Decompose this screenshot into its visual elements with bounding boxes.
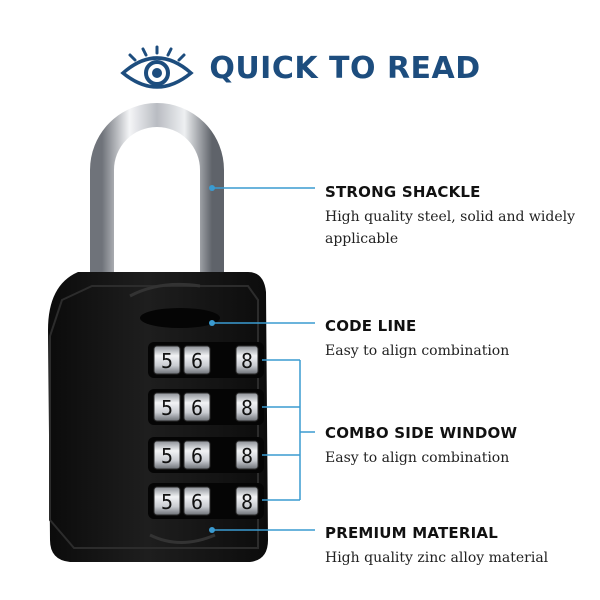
dial-wheel — [153, 345, 181, 375]
page-title: QUICK TO READ — [209, 50, 481, 86]
dial-digit: 6 — [191, 349, 203, 373]
feature-title: STRONG SHACKLE — [325, 183, 481, 201]
feature-combo-side-window: COMBO SIDE WINDOW Easy to align combinat… — [325, 423, 590, 469]
feature-description: High quality steel, solid and widely app… — [325, 209, 575, 247]
feature-strong-shackle: STRONG SHACKLE High quality steel, solid… — [325, 182, 590, 250]
feature-description: Easy to align combination — [325, 450, 510, 466]
dial-digit: 6 — [191, 396, 203, 420]
eye-icon — [120, 45, 195, 89]
feature-code-line: CODE LINE Easy to align combination — [325, 316, 590, 362]
dial-digit: 6 — [191, 444, 203, 468]
feature-premium-material: PREMIUM MATERIAL High quality zinc alloy… — [325, 523, 590, 569]
dial-digit: 5 — [161, 396, 173, 420]
dial-wheel — [183, 392, 211, 422]
feature-description: High quality zinc alloy material — [325, 550, 549, 566]
dial-digit: 5 — [161, 444, 173, 468]
dial-digit: 5 — [161, 349, 173, 373]
dial-wheel — [235, 345, 259, 375]
header: QUICK TO READ — [0, 40, 600, 96]
dial-wheel — [183, 440, 211, 470]
shackle — [90, 103, 224, 290]
dial-digit: 6 — [191, 490, 203, 514]
dial-digit: 8 — [241, 349, 253, 373]
dial-digit: 5 — [161, 490, 173, 514]
dial-wheel — [183, 486, 211, 516]
leader-lines — [209, 185, 315, 533]
dial-digit: 8 — [241, 490, 253, 514]
dial-wheel — [153, 486, 181, 516]
dial-wheel — [153, 440, 181, 470]
dial-wheel — [235, 392, 259, 422]
dial-wheel — [235, 440, 259, 470]
dial-wheel — [153, 392, 181, 422]
dial-digit: 8 — [241, 444, 253, 468]
feature-title: PREMIUM MATERIAL — [325, 524, 498, 542]
dial-wheel — [183, 345, 211, 375]
feature-description: Easy to align combination — [325, 343, 510, 359]
dial-wheel — [235, 486, 259, 516]
feature-title: CODE LINE — [325, 317, 417, 335]
dial-digit: 8 — [241, 396, 253, 420]
feature-title: COMBO SIDE WINDOW — [325, 424, 518, 442]
